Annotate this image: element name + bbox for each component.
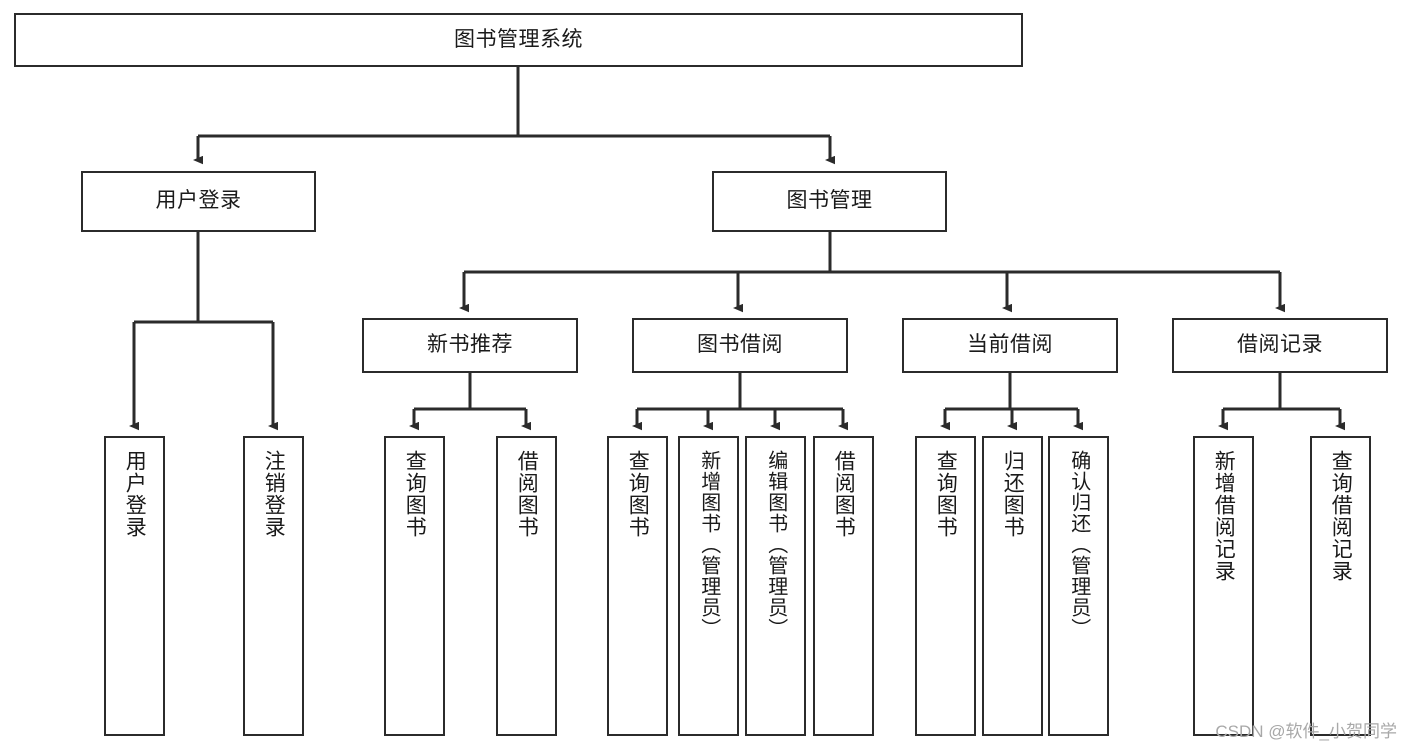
node-book-management-label: 图书管理	[786, 189, 873, 213]
node-root-system-label: 图书管理系统	[454, 27, 583, 51]
node-leaf-add-borrow-record-label: 新增借阅记录	[1212, 450, 1236, 582]
node-book-borrow[interactable]: 图书借阅	[632, 318, 848, 373]
node-root-system[interactable]: 图书管理系统	[14, 13, 1023, 67]
node-current-borrow-label: 当前借阅	[967, 333, 1053, 357]
node-leaf-add-book-admin[interactable]: 新增图书（管理员）	[678, 436, 739, 736]
node-leaf-query-borrow-record[interactable]: 查询借阅记录	[1310, 436, 1371, 736]
node-current-borrow[interactable]: 当前借阅	[902, 318, 1118, 373]
node-leaf-query-book-1-label: 查询图书	[403, 450, 427, 538]
node-leaf-user-login-label: 用户登录	[123, 450, 147, 538]
node-new-book-recommend-label: 新书推荐	[427, 333, 513, 357]
node-leaf-query-book-3-label: 查询图书	[934, 450, 958, 538]
node-leaf-logout-login[interactable]: 注销登录	[243, 436, 304, 736]
node-leaf-query-book-2-label: 查询图书	[626, 450, 650, 538]
node-leaf-add-borrow-record[interactable]: 新增借阅记录	[1193, 436, 1254, 736]
node-leaf-confirm-return-admin-label: 确认归还（管理员）	[1067, 450, 1090, 639]
node-leaf-query-book-3[interactable]: 查询图书	[915, 436, 976, 736]
node-book-borrow-label: 图书借阅	[697, 333, 783, 357]
node-leaf-return-book[interactable]: 归还图书	[982, 436, 1043, 736]
node-leaf-borrow-book-1[interactable]: 借阅图书	[496, 436, 557, 736]
node-borrow-record-label: 借阅记录	[1237, 333, 1323, 357]
node-user-login[interactable]: 用户登录	[81, 171, 316, 232]
node-leaf-borrow-book-2-label: 借阅图书	[832, 450, 856, 538]
node-leaf-borrow-book-2[interactable]: 借阅图书	[813, 436, 874, 736]
node-leaf-borrow-book-1-label: 借阅图书	[515, 450, 539, 538]
node-borrow-record[interactable]: 借阅记录	[1172, 318, 1388, 373]
node-book-management[interactable]: 图书管理	[712, 171, 947, 232]
node-leaf-query-book-1[interactable]: 查询图书	[384, 436, 445, 736]
node-leaf-logout-login-label: 注销登录	[262, 450, 286, 538]
node-leaf-query-book-2[interactable]: 查询图书	[607, 436, 668, 736]
node-new-book-recommend[interactable]: 新书推荐	[362, 318, 578, 373]
node-leaf-confirm-return-admin[interactable]: 确认归还（管理员）	[1048, 436, 1109, 736]
node-leaf-query-borrow-record-label: 查询借阅记录	[1329, 450, 1353, 582]
node-leaf-edit-book-admin[interactable]: 编辑图书（管理员）	[745, 436, 806, 736]
node-leaf-user-login[interactable]: 用户登录	[104, 436, 165, 736]
node-leaf-edit-book-admin-label: 编辑图书（管理员）	[764, 450, 787, 639]
node-leaf-add-book-admin-label: 新增图书（管理员）	[697, 450, 720, 639]
node-leaf-return-book-label: 归还图书	[1001, 450, 1025, 538]
node-user-login-label: 用户登录	[155, 189, 242, 213]
